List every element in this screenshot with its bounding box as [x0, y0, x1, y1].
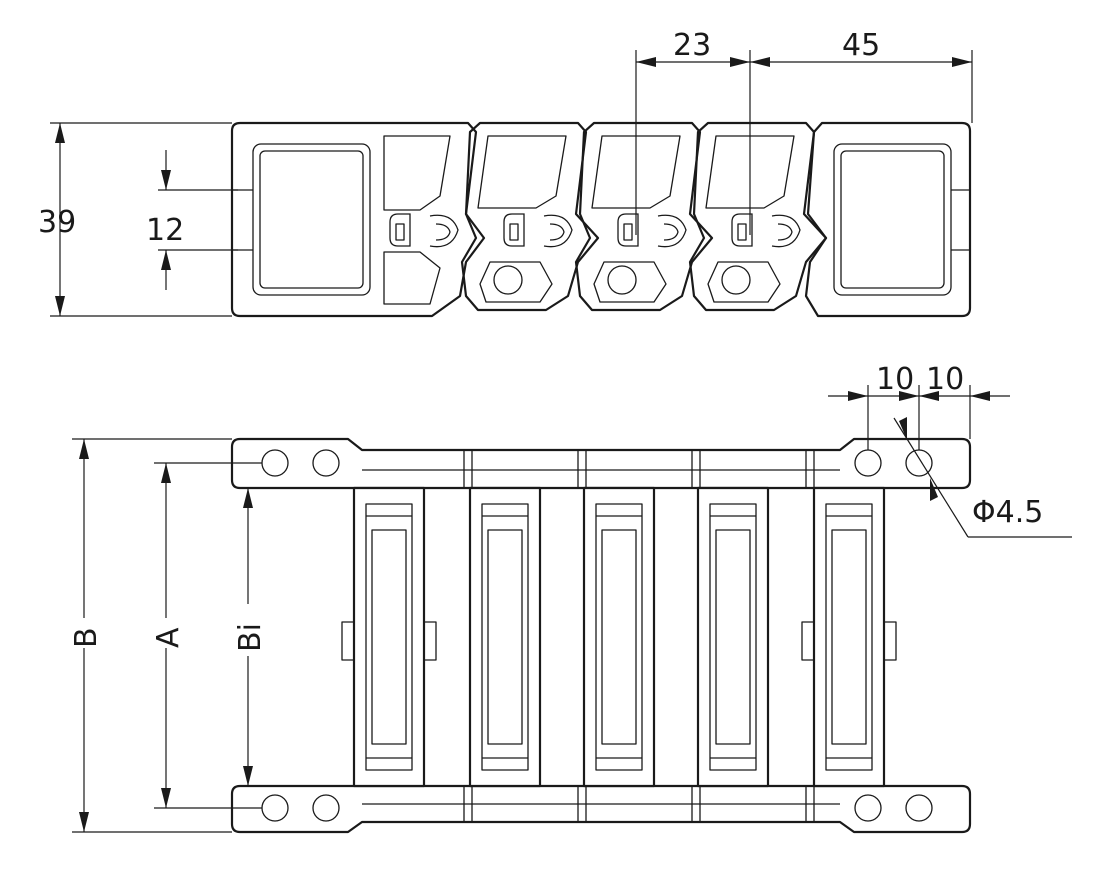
- dim-hole-spacing: A: [151, 462, 262, 809]
- dim-inner-width-label: Bi: [233, 623, 268, 652]
- dim-hole-pitch-2-label: 10: [926, 362, 964, 397]
- dim-hole-pitch: 10 10: [828, 362, 1010, 450]
- mounting-holes: [261, 449, 933, 822]
- dim-hole-spacing-label: A: [151, 627, 186, 648]
- dim-hole-pitch-1-label: 10: [876, 362, 914, 397]
- dim-pitch-label: 23: [673, 28, 711, 63]
- dim-height-label: 39: [38, 205, 76, 240]
- dim-height: 39: [38, 122, 232, 317]
- crossbar-3: [582, 486, 656, 788]
- dim-slot: 12: [146, 150, 238, 290]
- dim-slot-label: 12: [146, 213, 184, 248]
- crossbar-1: [341, 486, 437, 788]
- dim-outer-width: B: [69, 438, 232, 833]
- top-side-plate: [230, 437, 972, 490]
- crossbar-4: [696, 486, 770, 788]
- dim-pitch: 23 45: [635, 28, 973, 235]
- side-view: 39 12 23 45: [38, 28, 973, 318]
- chain-link-3: [688, 121, 828, 312]
- bottom-side-plate: [230, 784, 972, 834]
- dim-inner-width: Bi: [233, 488, 268, 786]
- end-bracket-left: [230, 121, 486, 318]
- dim-hole-diameter: Φ4.5: [893, 417, 1072, 538]
- dim-outer-width-label: B: [69, 627, 104, 648]
- top-view: B A Bi 1: [69, 362, 1072, 834]
- crossbar-5: [801, 486, 897, 788]
- crossbar-2: [468, 486, 542, 788]
- end-bracket-right: [804, 121, 972, 318]
- dim-hole-diameter-label: Φ4.5: [972, 495, 1043, 530]
- plate-link-joints: [463, 450, 815, 822]
- dim-end-label: 45: [842, 28, 880, 63]
